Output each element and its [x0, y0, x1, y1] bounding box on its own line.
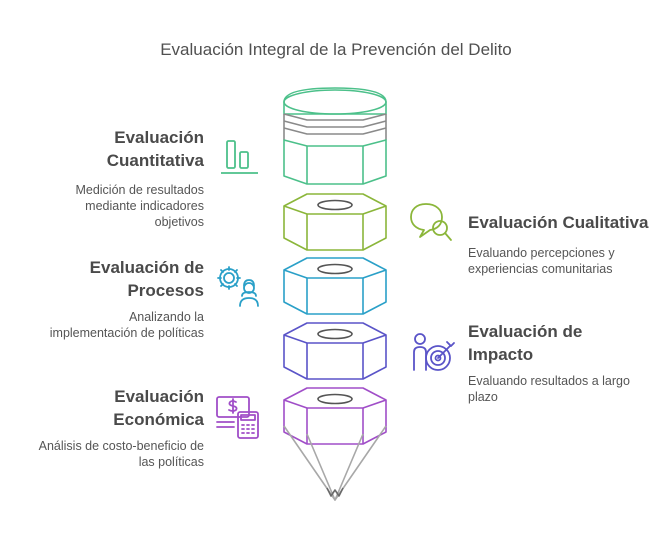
desc-procesos: Analizando la implementación de política… — [49, 310, 204, 340]
desc-impacto: Evaluando resultados a largo plazo — [468, 374, 630, 404]
target-person-icon — [413, 333, 455, 371]
pencil-eraser-segment — [283, 87, 387, 185]
heading-cuantitativa: Evaluación Cuantitativa — [106, 128, 204, 170]
heading-economica: Evaluación Económica — [113, 387, 204, 429]
chat-search-icon — [410, 203, 452, 241]
desc-cuantitativa: Medición de resultados mediante indicado… — [75, 183, 204, 229]
bar-chart-icon — [221, 140, 258, 174]
page-title: Evaluación Integral de la Prevención del… — [160, 40, 512, 59]
gears-worker-icon — [217, 266, 259, 307]
pencil-segment-economica — [283, 387, 387, 445]
pencil-segment-impacto — [283, 322, 387, 380]
heading-cualitativa: Evaluación Cualitativa — [468, 213, 649, 232]
pencil-tip — [283, 425, 387, 501]
desc-economica: Análisis de costo-beneficio de las polít… — [38, 439, 204, 469]
pencil-segment-procesos — [283, 257, 387, 315]
heading-impacto: Evaluación de Impacto — [468, 322, 583, 364]
heading-procesos: Evaluación de Procesos — [89, 258, 204, 300]
money-calculator-icon — [216, 396, 259, 439]
desc-cualitativa: Evaluando percepciones y experiencias co… — [468, 246, 615, 276]
pencil-segment-cualitativa — [283, 193, 387, 251]
